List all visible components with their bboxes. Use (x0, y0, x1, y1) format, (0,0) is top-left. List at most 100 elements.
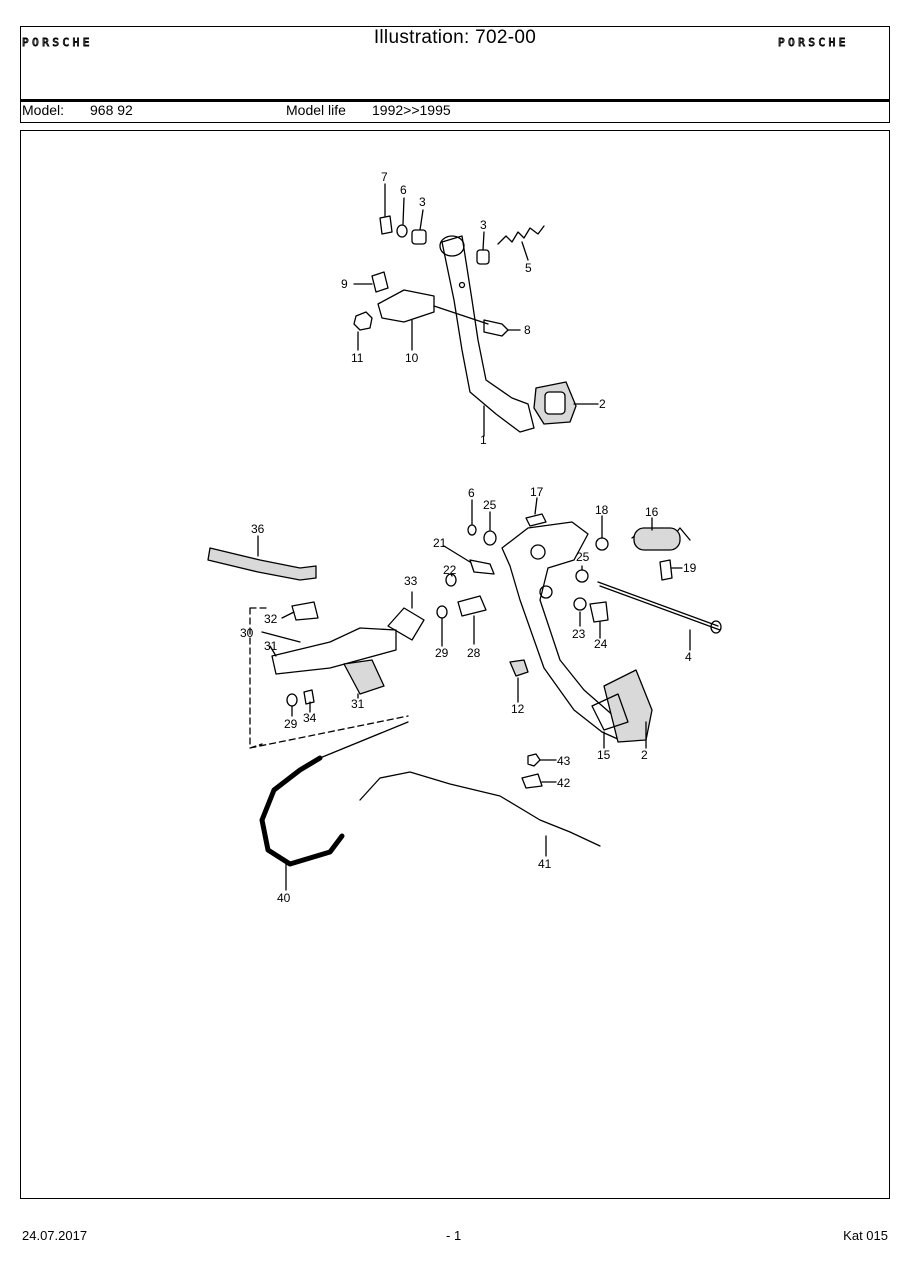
callout-29: 29 (284, 717, 298, 731)
callout-1: 1 (480, 433, 487, 447)
pedal-pad-upper-inner (544, 391, 566, 415)
callout-25: 25 (576, 550, 590, 564)
clip-19 (659, 559, 673, 581)
callout-22: 22 (443, 563, 457, 577)
callout-3: 3 (419, 195, 426, 209)
bolt-8 (483, 319, 509, 337)
upper-pedal-assembly (353, 215, 577, 433)
callout-6: 6 (468, 486, 475, 500)
brand-logo-left: PORSCHE (22, 36, 93, 48)
callout-31: 31 (264, 639, 278, 653)
elbow-32 (291, 601, 319, 621)
callout-2: 2 (599, 397, 606, 411)
callout-30: 30 (240, 626, 254, 640)
footer-page-number: - 1 (446, 1228, 462, 1243)
callout-17: 17 (530, 485, 544, 499)
callout-10: 10 (405, 351, 419, 365)
washer-23 (573, 597, 587, 611)
dashed-boundary (249, 607, 409, 749)
callout-33: 33 (404, 574, 418, 588)
callout-4: 4 (685, 650, 692, 664)
pipe-41 (359, 771, 601, 847)
clip-34 (303, 689, 315, 705)
callout-23: 23 (572, 627, 586, 641)
callout-36: 36 (251, 522, 265, 536)
pedal-hole (458, 281, 466, 289)
clip-42 (521, 773, 543, 789)
callout-18: 18 (595, 503, 609, 517)
bolt-17 (525, 513, 547, 527)
callout-43: 43 (557, 754, 571, 768)
clip-7 (379, 215, 393, 235)
callout-31: 31 (351, 697, 365, 711)
pedal-arm-lower (501, 521, 629, 741)
callout-labels: 7 6 3 3 5 9 8 11 10 2 1 6 25 17 18 16 21… (240, 170, 697, 905)
callout-7: 7 (381, 170, 388, 184)
header-rule (20, 99, 890, 102)
callout-40: 40 (277, 891, 291, 905)
callout-16: 16 (645, 505, 659, 519)
pivot-lower (530, 544, 546, 560)
nut-29b (286, 693, 298, 707)
callout-3: 3 (480, 218, 487, 232)
bush-25b (575, 569, 589, 583)
nut-11 (353, 311, 373, 331)
hose-40 (259, 755, 345, 867)
model-life-value: 1992>>1995 (372, 102, 451, 118)
upper-leaders (353, 183, 599, 437)
callout-42: 42 (557, 776, 571, 790)
fork-10 (377, 289, 435, 323)
footer-date: 24.07.2017 (22, 1228, 88, 1243)
pedal-arm-upper (441, 235, 535, 433)
model-label: Model: (22, 102, 65, 118)
callout-21: 21 (433, 536, 447, 550)
bush-25a (483, 530, 497, 546)
spring-cover-16 (633, 527, 681, 551)
shaft-4 (597, 581, 719, 627)
callout-19: 19 (683, 561, 697, 575)
lower-leaders (257, 497, 691, 891)
callout-12: 12 (511, 702, 525, 716)
brand-logo-right-text: PORSCHE (778, 36, 849, 48)
bush-3b (476, 249, 490, 265)
callout-11: 11 (351, 351, 364, 365)
model-life-label: Model life (286, 102, 346, 118)
clip-24 (589, 601, 609, 623)
callout-32: 32 (264, 612, 278, 626)
bush-3a (411, 229, 427, 245)
master-cylinder-30 (271, 627, 397, 675)
callout-34: 34 (303, 711, 317, 725)
diagram-box (20, 130, 890, 1199)
callout-6: 6 (400, 183, 407, 197)
pedal-rubber-15 (591, 693, 629, 731)
block-28 (457, 595, 487, 617)
hose-36 (207, 547, 317, 581)
pipe-40a (319, 721, 409, 759)
callout-41: 41 (538, 857, 552, 871)
brand-logo-right: PORSCHE (778, 36, 849, 48)
bush-18 (595, 537, 609, 551)
header-box (20, 26, 890, 123)
pivot-lower-2 (539, 585, 553, 599)
spring-5 (497, 225, 545, 245)
lower-pedal-assembly (207, 513, 722, 867)
pedal-pad-lower (603, 669, 653, 743)
callout-24: 24 (594, 637, 608, 651)
brand-logo-left-text: PORSCHE (22, 36, 93, 48)
cap-12 (509, 659, 529, 677)
boot-31 (343, 659, 385, 695)
gasket-33 (387, 607, 425, 641)
callout-28: 28 (467, 646, 481, 660)
clip-9 (371, 271, 389, 293)
parts-diagram: 7 6 3 3 5 9 8 11 10 2 1 6 25 17 18 16 21… (207, 170, 722, 905)
washer-6 (396, 224, 408, 238)
footer-catalog: Kat 015 (843, 1228, 888, 1243)
model-value: 968 92 (90, 102, 133, 118)
bolt-21 (469, 559, 495, 575)
callout-9: 9 (341, 277, 348, 291)
callout-25: 25 (483, 498, 497, 512)
callout-15: 15 (597, 748, 611, 762)
callout-8: 8 (524, 323, 531, 337)
callout-2: 2 (641, 748, 648, 762)
washer-6b (467, 524, 477, 536)
